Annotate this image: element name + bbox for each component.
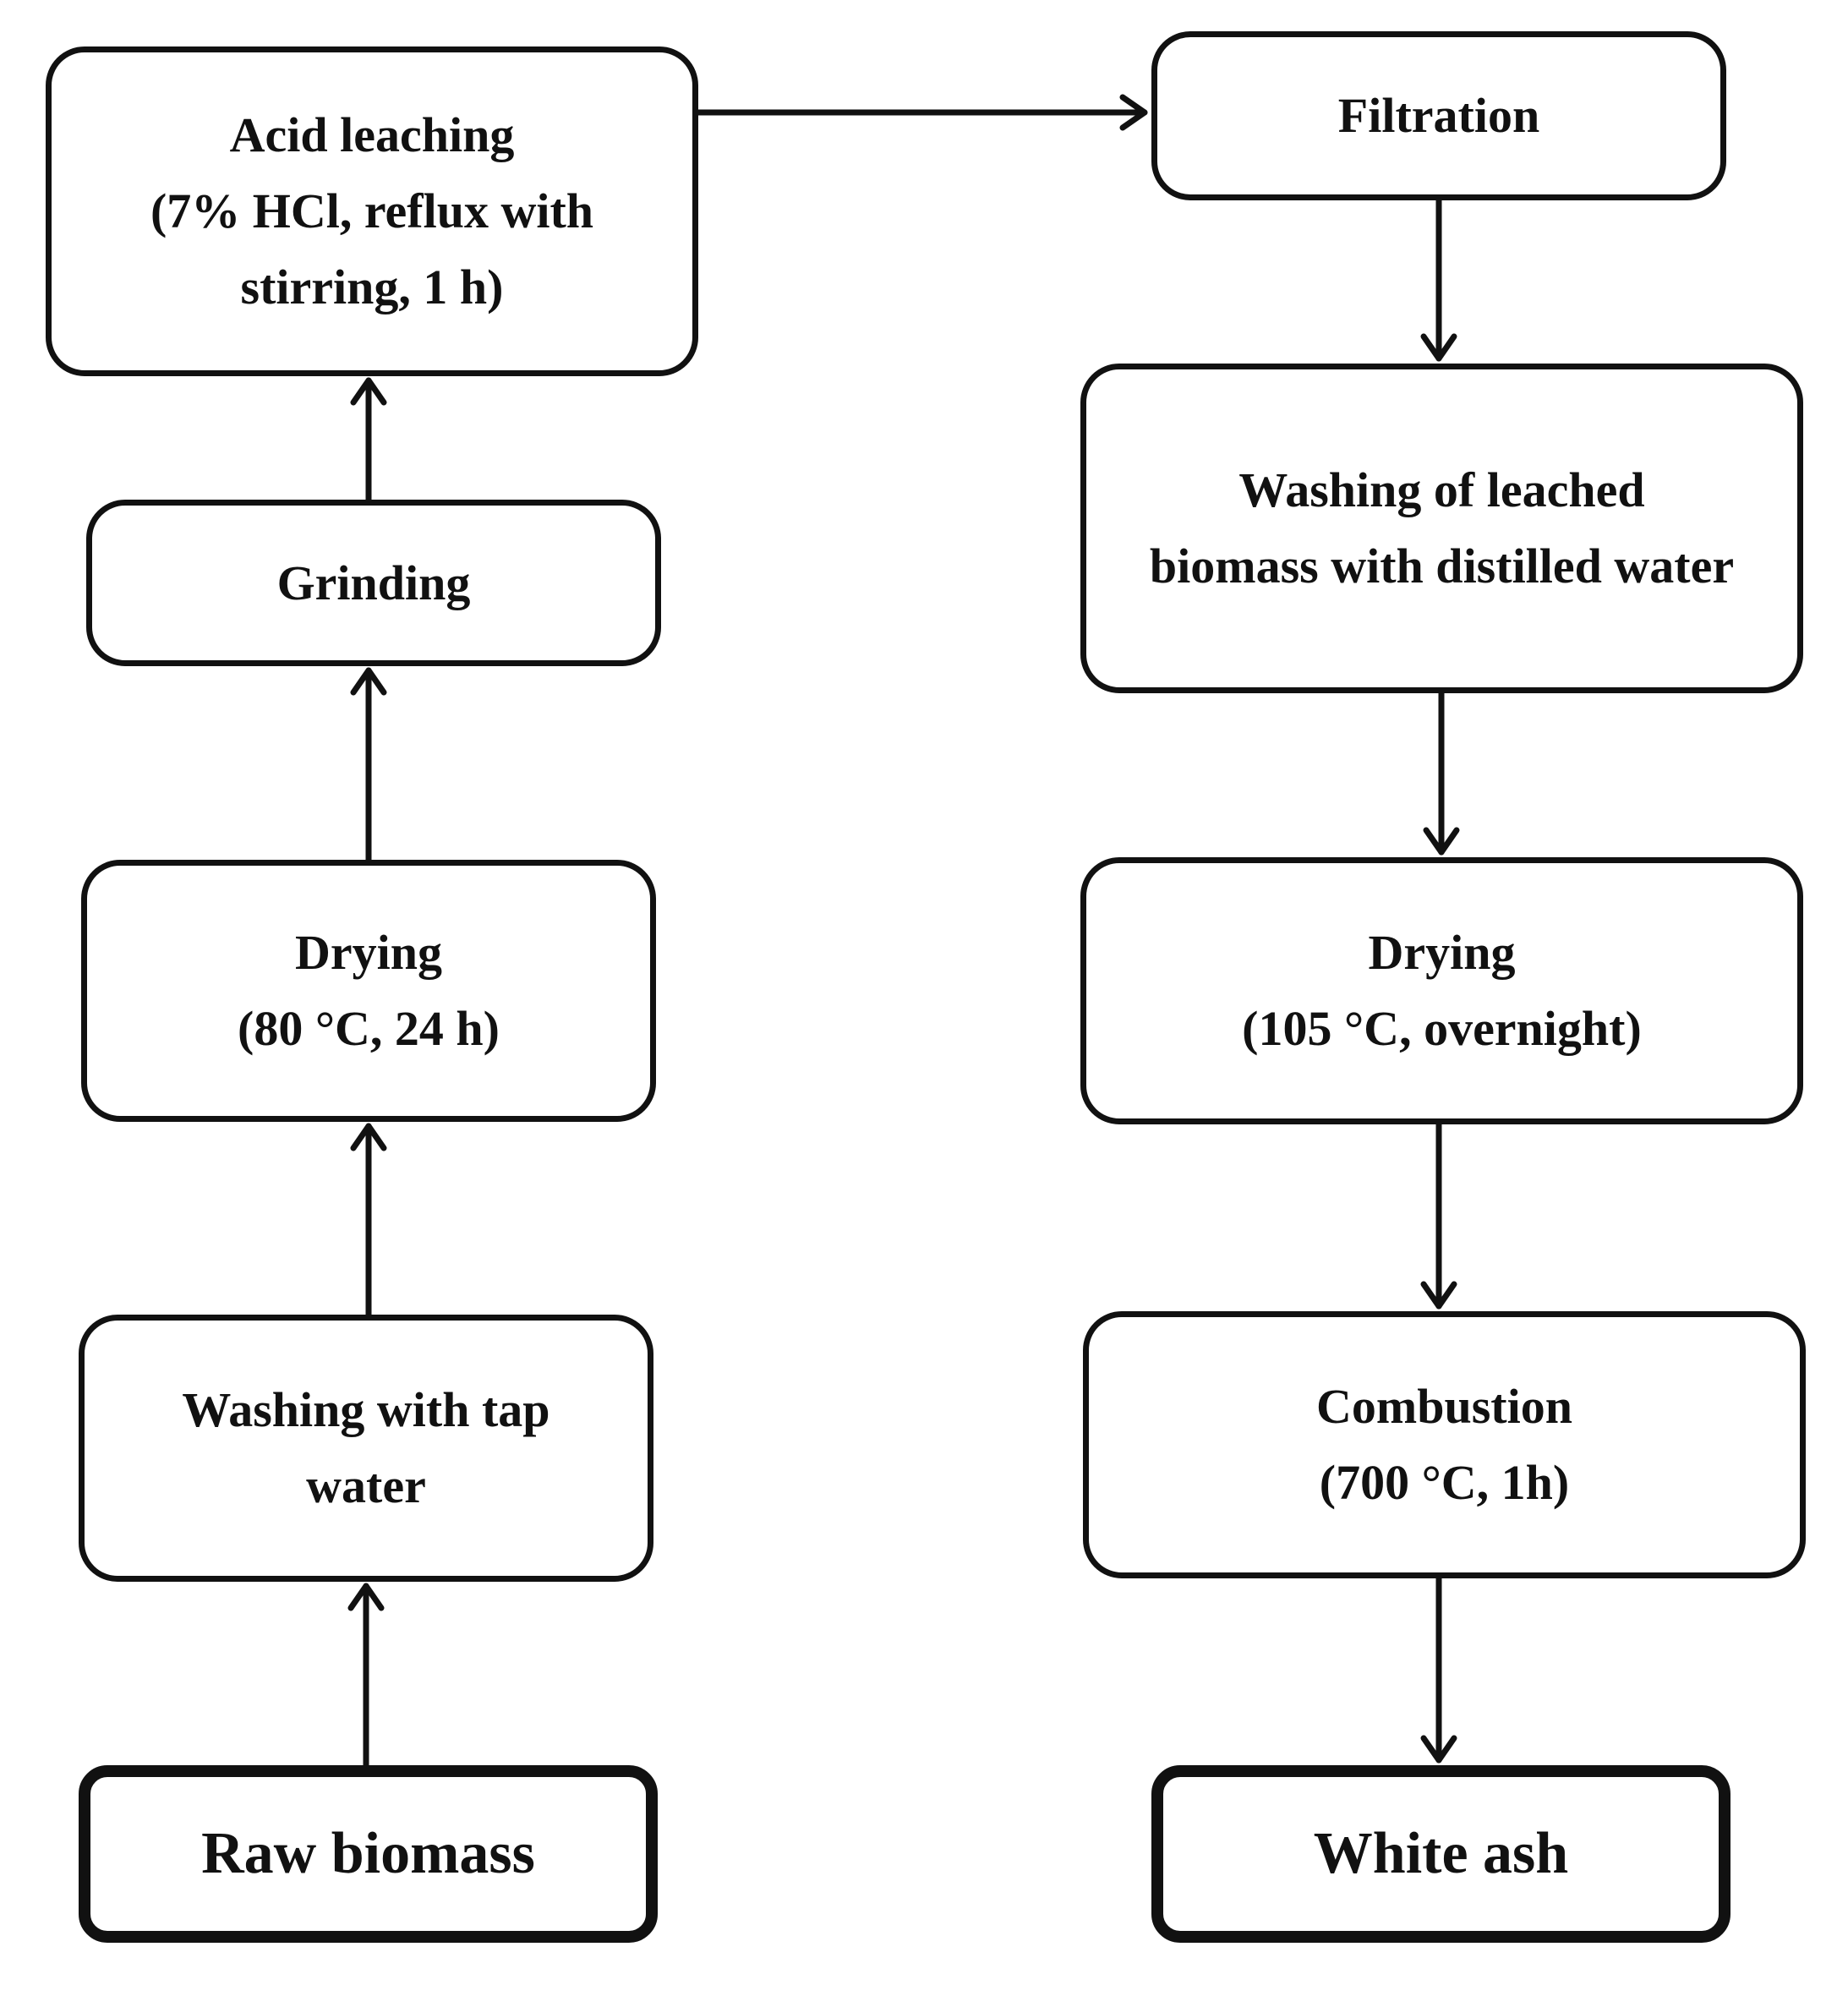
edge-combustion-to-white-ash-arrowhead xyxy=(1420,1735,1457,1764)
node-acid-leaching-line-1: Acid leaching xyxy=(229,107,515,162)
node-drying-80c-line-1: Drying xyxy=(295,925,442,980)
edge-acid-leaching-to-filtration-arrowhead xyxy=(1119,94,1148,131)
edge-washing-leached-to-drying-2-arrowhead xyxy=(1423,827,1460,856)
node-washing-tap-water-line-1: Washing with tap xyxy=(182,1382,550,1437)
node-washing-leached-biomass-line-2: biomass with distilled water xyxy=(1149,539,1735,593)
node-washing-leached-biomass: Washing of leached biomass with distille… xyxy=(1080,364,1803,693)
node-washing-tap-water: Washing with tap water xyxy=(79,1315,653,1582)
node-combustion-line-2: (700 °C, 1h) xyxy=(1319,1455,1570,1510)
node-acid-leaching: Acid leaching (7% HCl, reflux with stirr… xyxy=(46,46,698,376)
node-drying-105c: Drying (105 °C, overnight) xyxy=(1080,857,1803,1124)
edge-drying-1-to-grinding-arrowhead xyxy=(350,667,387,696)
edge-grinding-to-acid-leaching-arrowhead xyxy=(350,377,387,406)
node-washing-tap-water-line-2: water xyxy=(306,1458,426,1513)
node-drying-80c: Drying (80 °C, 24 h) xyxy=(81,860,656,1122)
edge-drying-2-to-combustion-arrowhead xyxy=(1420,1281,1457,1310)
node-combustion-line-1: Combustion xyxy=(1316,1379,1572,1434)
node-washing-leached-biomass-line-1: Washing of leached xyxy=(1238,462,1645,517)
node-acid-leaching-line-3: stirring, 1 h) xyxy=(240,260,504,314)
node-combustion: Combustion (700 °C, 1h) xyxy=(1083,1311,1806,1578)
node-grinding-label: Grinding xyxy=(276,555,471,610)
node-drying-80c-line-2: (80 °C, 24 h) xyxy=(238,1001,500,1056)
node-raw-biomass-label: Raw biomass xyxy=(201,1821,535,1886)
node-raw-biomass: Raw biomass xyxy=(79,1765,658,1943)
node-white-ash-label: White ash xyxy=(1313,1821,1569,1886)
edge-washing-tap-to-drying-1-arrowhead xyxy=(350,1123,387,1151)
node-filtration: Filtration xyxy=(1151,31,1726,200)
edge-filtration-to-washing-leached-arrowhead xyxy=(1420,333,1457,362)
node-drying-105c-line-1: Drying xyxy=(1368,925,1516,980)
node-grinding: Grinding xyxy=(86,500,661,666)
edge-raw-biomass-to-washing-tap-arrowhead xyxy=(347,1583,385,1611)
node-filtration-label: Filtration xyxy=(1337,88,1540,143)
node-white-ash: White ash xyxy=(1151,1765,1730,1943)
node-drying-105c-line-2: (105 °C, overnight) xyxy=(1242,1001,1642,1056)
node-acid-leaching-line-2: (7% HCl, reflux with xyxy=(150,183,594,238)
